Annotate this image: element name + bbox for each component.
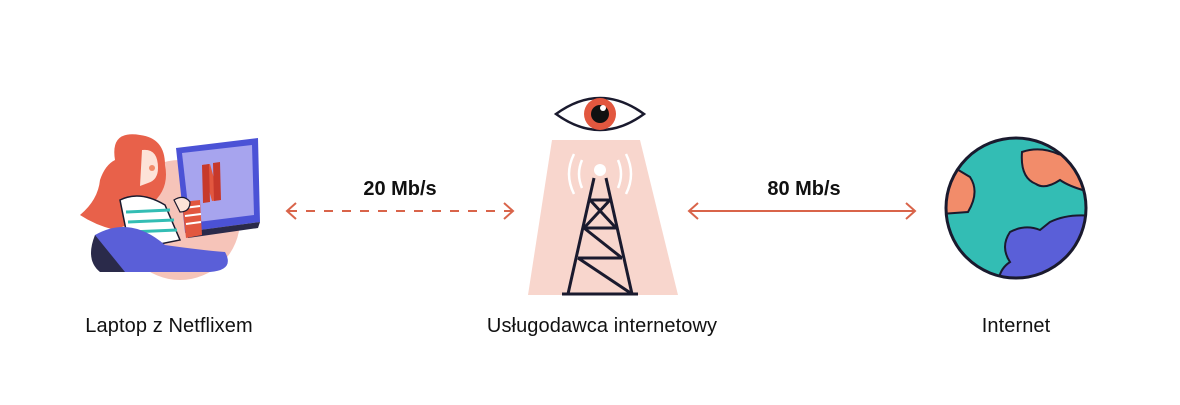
link-laptop-isp xyxy=(282,200,518,222)
solid-double-arrow xyxy=(687,202,917,220)
person-with-laptop-illustration xyxy=(80,134,260,280)
node-label-internet: Internet xyxy=(981,315,1051,337)
node-label-laptop: Laptop z Netflixem xyxy=(85,315,253,337)
internet-node xyxy=(940,132,1092,284)
surveillance-tower-illustration xyxy=(528,96,678,296)
dashed-double-arrow xyxy=(285,202,515,220)
globe-icon xyxy=(944,136,1088,280)
laptop-node xyxy=(70,120,270,280)
link-speed-label: 80 Mb/s xyxy=(767,178,841,200)
link-speed-label: 20 Mb/s xyxy=(363,178,437,200)
node-label-isp: Usługodawca internetowy xyxy=(486,315,718,337)
isp-node xyxy=(520,90,690,302)
link-isp-internet xyxy=(684,200,920,222)
